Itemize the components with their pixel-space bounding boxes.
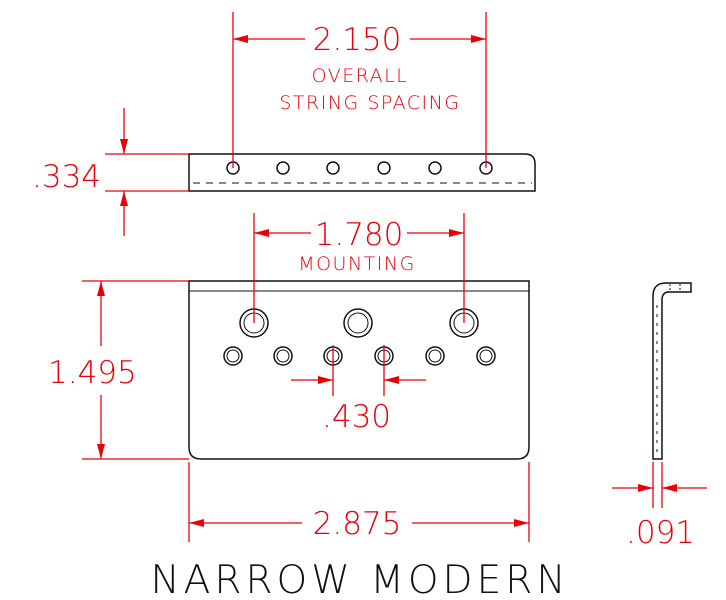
plate-thickness-value: .091 bbox=[626, 515, 695, 551]
height-value: 1.495 bbox=[48, 355, 137, 391]
side-view bbox=[652, 282, 692, 460]
thickness-dimension: .334 bbox=[32, 108, 189, 236]
width-value: 2.875 bbox=[313, 506, 402, 542]
height-dimension: 1.495 bbox=[48, 280, 189, 460]
plate-thickness-dimension: .091 bbox=[612, 462, 707, 551]
mounting-label: MOUNTING bbox=[298, 253, 416, 275]
mounting-value: 1.780 bbox=[315, 217, 404, 253]
overall-spacing-label-1: OVERALL bbox=[312, 65, 409, 87]
mounting-dimension: 1.780 MOUNTING bbox=[253, 213, 465, 323]
overall-spacing-label-2: STRING SPACING bbox=[279, 92, 460, 114]
overall-spacing-dimension: 2.150 OVERALL STRING SPACING bbox=[232, 12, 487, 168]
hole-spacing-value: .430 bbox=[322, 399, 391, 435]
thickness-value: .334 bbox=[32, 159, 101, 195]
drawing-title: NARROW MODERN bbox=[151, 558, 570, 600]
overall-spacing-value: 2.150 bbox=[313, 22, 402, 58]
hole-spacing-dimension: .430 bbox=[291, 345, 426, 435]
top-view bbox=[188, 153, 536, 192]
width-dimension: 2.875 bbox=[188, 462, 530, 542]
